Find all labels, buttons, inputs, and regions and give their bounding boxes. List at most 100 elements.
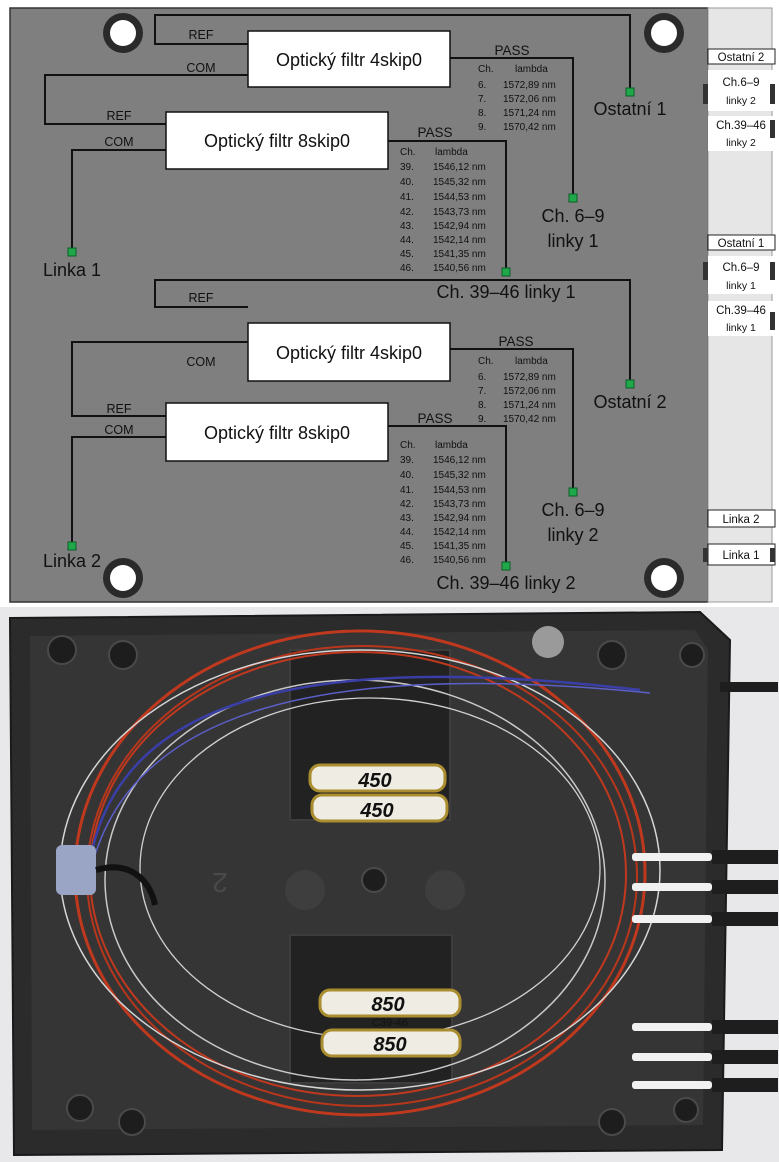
table-ch: 8. — [478, 400, 486, 411]
cable-exit — [712, 912, 778, 926]
fiber-bundle — [95, 864, 158, 906]
table-nm: 1541,35 nm — [433, 249, 486, 260]
side-tag-ch69-2-b: linky 2 — [726, 95, 756, 107]
filter-mark-bot-a: 850 — [371, 994, 404, 1016]
output-linka-1: Linka 1 — [43, 260, 101, 280]
tray-photo: 450 450 850 C39-46 850 2 — [0, 607, 779, 1162]
screw-post — [673, 1097, 699, 1123]
fiber-termination — [632, 853, 712, 861]
fiber-terminations — [632, 853, 712, 1089]
table-nm: 1541,35 nm — [433, 541, 486, 552]
output-ostatni-2: Ostatní 2 — [593, 392, 666, 412]
table-header-ch: Ch. — [400, 440, 416, 451]
filter-mark-bot-mid: C39-46 — [372, 1017, 408, 1029]
output-linka-2: Linka 2 — [43, 551, 101, 571]
side-tag-box — [707, 234, 776, 251]
table-nm: 1544,53 nm — [433, 485, 486, 496]
connector-ostatni-2 — [625, 379, 635, 389]
screw-post — [118, 1108, 146, 1136]
side-tag-ch3946-2-a: Ch.39–46 — [716, 120, 766, 132]
table-8skip0-1: Ch. lambda 39. 1546,12 nm 40. 1545,32 nm… — [400, 147, 486, 274]
screw-post — [597, 640, 627, 670]
table-nm: 1570,42 nm — [503, 122, 556, 133]
fiber-blue — [94, 682, 651, 856]
filter-cylinders: 450 450 850 C39-46 850 — [308, 763, 462, 1058]
table-ch: 9. — [478, 122, 486, 133]
filter-8skip0-label-2: Optický filtr 8skip0 — [204, 423, 350, 443]
mounting-hole-top-right-inner — [651, 20, 677, 46]
mounting-hole-bottom-left-inner — [110, 565, 136, 591]
table-nm: 1544,53 nm — [433, 192, 486, 203]
side-tag-box — [707, 509, 776, 528]
output-ch69-1-line2: linky 1 — [547, 231, 598, 251]
side-tags: Ostatní 2 Ch.6–9 linky 2 Ch.39–46 linky … — [703, 48, 776, 566]
fiber-termination — [632, 1081, 712, 1089]
side-tag-port — [703, 262, 708, 280]
tray-number: 2 — [212, 867, 228, 898]
side-tag-ch3946-2-b: linky 2 — [726, 137, 756, 149]
pass-label-1b: PASS — [417, 125, 452, 140]
connector-ch69-1 — [568, 193, 578, 203]
screw-post — [598, 1108, 626, 1136]
cable-exit — [712, 880, 778, 894]
output-ch3946-2: Ch. 39–46 linky 2 — [436, 573, 575, 593]
table-nm: 1570,42 nm — [503, 414, 556, 425]
connector-linka-2 — [67, 541, 77, 551]
connector-ch3946-2 — [501, 561, 511, 571]
filter-cylinder-top-a — [308, 763, 447, 793]
table-ch: 39. — [400, 455, 414, 466]
table-nm: 1572,06 nm — [503, 94, 556, 105]
connector-ch69-2 — [568, 487, 578, 497]
cable-exit — [712, 850, 778, 864]
table-header-lambda: lambda — [515, 64, 548, 75]
side-tag-port — [770, 120, 775, 138]
table-ch: 7. — [478, 386, 486, 397]
com-label-2b: COM — [104, 423, 133, 437]
ref-label-1b: REF — [107, 109, 132, 123]
side-tag-ch69-1-b: linky 1 — [726, 280, 756, 292]
table-ch: 44. — [400, 235, 414, 246]
schematic-diagram: Optický filtr 4skip0 Optický filtr 8skip… — [9, 7, 776, 603]
table-nm: 1546,12 nm — [433, 455, 486, 466]
screw-post — [66, 1094, 94, 1122]
connector-linka-1 — [67, 247, 77, 257]
filter-cylinder-top-b — [310, 793, 449, 823]
side-tag-box — [707, 48, 776, 65]
fiber-termination — [632, 1053, 712, 1061]
side-tag-port — [770, 262, 775, 280]
table-8skip0-2: Ch. lambda 39. 1546,12 nm 40. 1545,32 nm… — [400, 440, 486, 566]
table-nm: 1571,24 nm — [503, 108, 556, 119]
filter-4skip0-box-1 — [247, 30, 451, 88]
fiber-blue — [88, 675, 641, 861]
table-ch: 41. — [400, 192, 414, 203]
pass-label-2b: PASS — [417, 411, 452, 426]
table-ch: 45. — [400, 249, 414, 260]
filter-8skip0-box-1 — [165, 111, 389, 170]
screw-post — [361, 867, 387, 893]
cable-exit — [712, 1050, 778, 1064]
table-nm: 1542,94 nm — [433, 513, 486, 524]
fiber-termination — [632, 883, 712, 891]
table-ch: 8. — [478, 108, 486, 119]
fiber-termination — [632, 1023, 712, 1031]
ref-label-1a: REF — [189, 28, 214, 42]
table-header-lambda: lambda — [435, 147, 468, 158]
pass-label-2a: PASS — [498, 334, 533, 349]
table-nm: 1546,12 nm — [433, 162, 486, 173]
wiring-bottom — [71, 279, 631, 566]
table-ch: 46. — [400, 263, 414, 274]
table-ch: 43. — [400, 513, 414, 524]
ref-label-2b: REF — [107, 402, 132, 416]
filter-mark-top-b: 450 — [359, 800, 393, 822]
table-nm: 1543,73 nm — [433, 499, 486, 510]
side-tag-linka-1: Linka 1 — [722, 550, 759, 562]
filter-4skip0-box-2 — [247, 322, 451, 382]
screw-post — [108, 640, 138, 670]
connector-ostatni-1 — [625, 87, 635, 97]
screw-posts — [47, 635, 705, 1136]
table-header-lambda: lambda — [435, 440, 468, 451]
round-boss — [285, 870, 325, 910]
table-ch: 40. — [400, 470, 414, 481]
table-nm: 1572,89 nm — [503, 372, 556, 383]
table-header-ch: Ch. — [478, 64, 494, 75]
